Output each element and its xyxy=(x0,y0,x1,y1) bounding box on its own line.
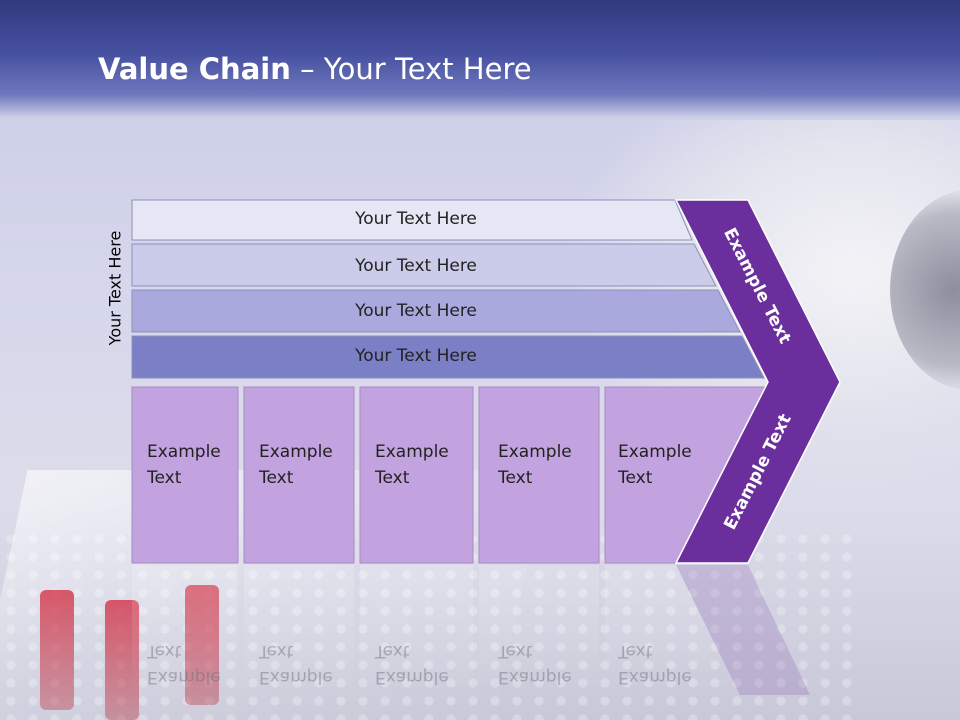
chevron-shape[interactable] xyxy=(674,199,841,564)
cell-label-line2: Text xyxy=(375,468,410,488)
reflection-group xyxy=(132,565,810,695)
bar-shape-2[interactable] xyxy=(131,243,717,287)
bar-shape-1[interactable] xyxy=(131,199,693,241)
bar-label-4: Your Text Here xyxy=(355,346,477,366)
cell-shape-4[interactable] xyxy=(478,386,600,564)
bar-shape-4[interactable] xyxy=(131,335,765,379)
cell-label-line1: Example xyxy=(147,442,221,462)
bar-label-2: Your Text Here xyxy=(355,256,477,276)
cell-shape-3[interactable] xyxy=(359,386,474,564)
cell-shape-1[interactable] xyxy=(131,386,239,564)
bar-shape-3[interactable] xyxy=(131,289,741,333)
cell-label-line2: Text xyxy=(147,468,182,488)
cell-label-line1: Example xyxy=(618,442,692,462)
red-tube xyxy=(40,590,74,710)
cell-label-line1: Example xyxy=(259,442,333,462)
cell-shape-2[interactable] xyxy=(243,386,355,564)
bar-label-3: Your Text Here xyxy=(355,301,477,321)
page-title: Value Chain – Your Text Here xyxy=(98,52,532,86)
title-rest: – Your Text Here xyxy=(290,52,532,86)
cell-label-line1: Example xyxy=(498,442,572,462)
cell-label-line1: Example xyxy=(375,442,449,462)
bar-label-1: Your Text Here xyxy=(355,209,477,229)
cell-label-line2: Text xyxy=(618,468,653,488)
header-bar xyxy=(0,0,960,118)
cell-label-line2: Text xyxy=(498,468,533,488)
cell-label-line2: Text xyxy=(259,468,294,488)
title-bold: Value Chain xyxy=(98,52,291,86)
